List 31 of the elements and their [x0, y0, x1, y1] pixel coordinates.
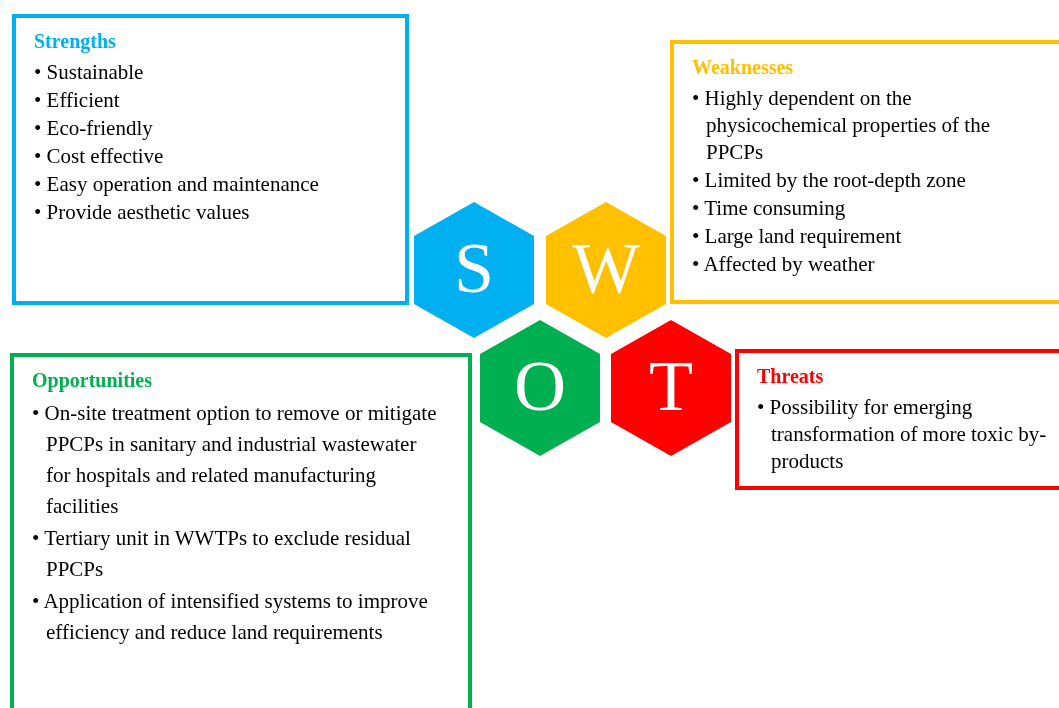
text-panel [735, 349, 1059, 490]
bullet-item: • Affected by weather [692, 251, 876, 278]
hexagon-letter: S [452, 228, 495, 308]
bullet-item: • Highly dependent on the physicochemical properties of the PPCPs [692, 85, 991, 166]
panel-heading: Opportunities [32, 369, 153, 392]
hexagon [611, 320, 731, 456]
bullet-item: • Possibility for emerging transformation of more toxic by-products [757, 394, 1048, 475]
hexagon-letter: O [513, 346, 567, 426]
bullet-item: • Sustainable [34, 59, 145, 86]
bullet-item: • Eco-friendly [34, 115, 154, 142]
text-panel [12, 14, 409, 305]
text-panel [10, 353, 472, 708]
hexagon [546, 202, 666, 338]
bullet-item: • Efficient [34, 87, 121, 114]
hexagon [480, 320, 600, 456]
text-panel [670, 40, 1059, 304]
bullet-item: • Provide aesthetic values [34, 199, 251, 226]
bullet-item: • Large land requirement [692, 223, 903, 250]
bullet-item: • Application of intensified systems to improve efficiency and reduce land requirements [32, 588, 429, 646]
hexagon [414, 202, 534, 338]
hexagon-letter: T [648, 346, 694, 426]
bullet-item: • Limited by the root-depth zone [692, 167, 967, 194]
panel-heading: Threats [757, 365, 824, 388]
panel-heading: Strengths [34, 30, 116, 53]
bullet-item: • Cost effective [34, 143, 165, 170]
panel-heading: Weaknesses [692, 56, 794, 79]
bullet-item: • Tertiary unit in WWTPs to exclude residual PPCPs [32, 525, 412, 583]
hexagon-letter: W [571, 228, 641, 308]
bullet-item: • Time consuming [692, 195, 847, 222]
bullet-item: • Easy operation and maintenance [34, 171, 320, 198]
bullet-item: • On-site treatment option to remove or mitigate PPCPs in sanitary and industrial wastewater for hospitals and related manufacturing facilities [32, 400, 438, 520]
